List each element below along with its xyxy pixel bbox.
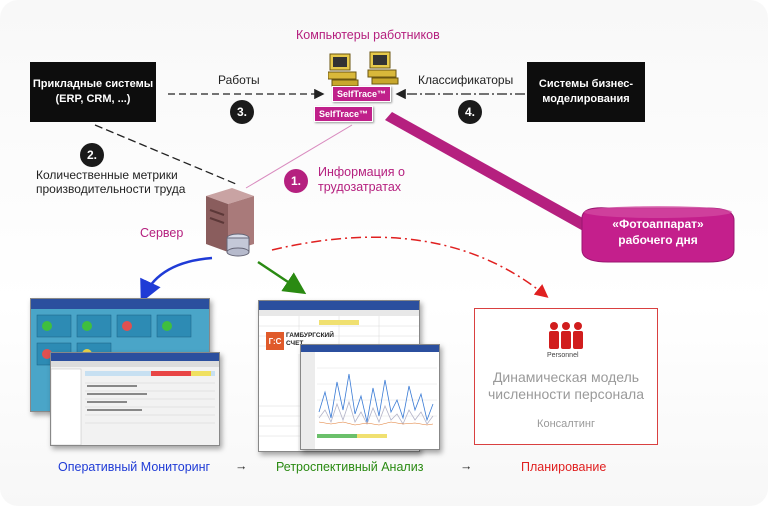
selftrace-badge: SelfTrace™ xyxy=(332,86,392,102)
diagram-title: Компьютеры работников xyxy=(296,28,440,42)
analysis-chart-thumb xyxy=(300,344,440,450)
gamburg-logo-mark: Г:С xyxy=(266,332,284,350)
step-4-badge: 4. xyxy=(458,100,482,124)
photo-callout-shape xyxy=(581,206,735,263)
photo-wedge xyxy=(385,112,590,232)
step-2-badge: 2. xyxy=(80,143,104,167)
computers-icon xyxy=(328,51,399,87)
business-modeling-box: Системы бизнес- моделирования xyxy=(527,62,645,122)
red-dash-arrow xyxy=(271,236,549,298)
step-1-badge: 1. xyxy=(284,169,308,193)
metrics-label: Количественные метрики производительност… xyxy=(36,168,186,196)
model-title: Динамическая модель численности персонал… xyxy=(487,369,644,402)
gamburg-logo-text: ГАМБУРГСКИЙ СЧЕТ xyxy=(286,332,334,347)
monitoring-table-thumb xyxy=(50,352,220,446)
analysis-label: Ретроспективный Анализ xyxy=(276,460,424,474)
server-icon xyxy=(206,188,254,257)
planning-label: Планирование xyxy=(521,460,607,474)
works-label: Работы xyxy=(218,73,260,87)
green-arrow xyxy=(257,260,307,295)
metrics-line xyxy=(94,124,237,185)
personnel-icon xyxy=(549,322,583,349)
info-label: Информация о трудозатратах xyxy=(318,165,405,194)
applied-systems-box: Прикладные системы (ERP, CRM, ...) xyxy=(30,62,156,122)
arrow-glyph-2: → xyxy=(460,459,473,473)
planning-box: Personnel Динамическая модель численност… xyxy=(474,308,658,445)
step-3-badge: 3. xyxy=(230,100,254,124)
arrow-glyph-1: → xyxy=(235,459,248,473)
blue-arrow xyxy=(140,256,213,303)
selftrace-badge: SelfTrace™ xyxy=(314,106,374,122)
info-line xyxy=(245,124,353,189)
consulting-label: Консалтинг xyxy=(537,418,595,430)
server-label: Сервер xyxy=(140,226,184,240)
photo-callout-text: «Фотоаппарат» рабочего дня xyxy=(612,217,704,247)
monitoring-label: Оперативный Мониторинг xyxy=(58,460,211,474)
classifiers-label: Классификаторы xyxy=(418,73,514,87)
personnel-label: Personnel xyxy=(547,352,579,359)
